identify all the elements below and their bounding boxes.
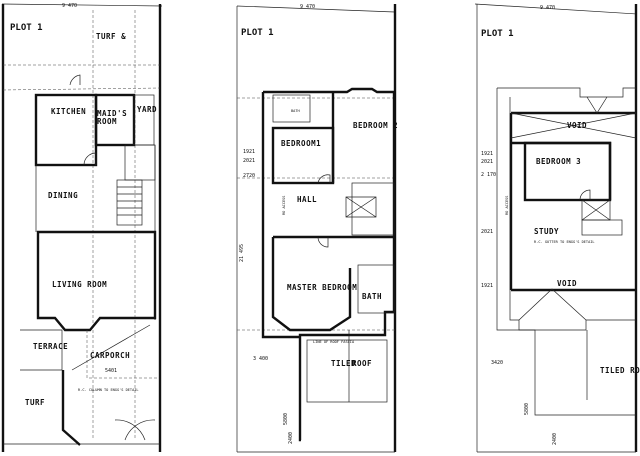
master-bedroom-walls [271, 235, 394, 332]
kitchen-label: KITCHEN [51, 107, 86, 116]
living-room-label: LIVING ROOM [52, 280, 107, 289]
ground-floor-plan: 9 470 PLOT 1 TURF & KITCHEN MAID'S ROOM … [1, 3, 163, 452]
hall-label: HALL [297, 195, 317, 204]
first-floor-plan: 9 470 PLOT 1 21 495 1921 2021 2720 3 400… [236, 4, 398, 453]
bedroom3-walls [523, 141, 612, 202]
maids-room-label: MAID'S [97, 109, 127, 118]
study-note: R.C. GUTTER TO ENGG'S DETAIL [534, 240, 595, 244]
carporch-label: CARPORCH [90, 351, 130, 360]
dimension-label: 1921 [243, 149, 255, 155]
void-label-bottom: VOID [557, 279, 577, 288]
plot-label: PLOT 1 [481, 29, 514, 39]
dimension-label: 2400 [288, 432, 294, 444]
bedroom1-walls [271, 126, 335, 185]
bedroom3-label: BEDROOM 3 [536, 157, 581, 166]
staircase [116, 179, 143, 226]
ro-access-note: RO ACCESS [282, 196, 286, 215]
dimension-label: 2021 [481, 229, 493, 235]
dimension-label: 2400 [552, 433, 558, 445]
dimension-label: 3420 [491, 360, 503, 366]
wc-walls [124, 144, 156, 181]
roof-label: ROOF [352, 359, 372, 368]
turf-label: TURF & [96, 32, 126, 41]
plot-label: PLOT 1 [241, 28, 274, 38]
tiled-roof-label: TILED ROOF [600, 366, 640, 375]
carporch-dimension: 5401 [105, 368, 117, 374]
column-note: R.C. COLUMN TO ENGG'S DETAIL [78, 388, 139, 392]
second-floor-plan: 9 470 PLOT 1 VOID BEDROOM 3 STUDY R.C. G… [474, 3, 640, 453]
width-dimension: 9 470 [62, 3, 77, 9]
dimension-label: 2 170 [481, 172, 496, 178]
dimension-label: 3 400 [253, 356, 268, 362]
bath-1-walls [272, 94, 311, 123]
front-wall [61, 370, 81, 446]
plot-boundary-top [1, 3, 163, 7]
dimension-label: 1921 [481, 283, 493, 289]
master-bedroom-label: MASTER BEDROOM [287, 283, 357, 292]
roof-gable [518, 288, 587, 321]
bath-small-label: BATH [291, 109, 300, 113]
gate-swing [114, 419, 156, 441]
roof-line-note: LINE OF ROOF FASCIA [313, 340, 355, 344]
width-dimension: 9 470 [300, 4, 315, 10]
kitchen-walls [34, 93, 98, 167]
void-label: VOID [567, 121, 587, 130]
yard-walls [133, 94, 155, 146]
stair-void-cross [581, 199, 611, 221]
turf-label-bottom: TURF [25, 398, 45, 407]
roof-hip [586, 96, 608, 114]
dimension-label: 2021 [243, 158, 255, 164]
living-room-walls [36, 230, 157, 332]
door-swing [579, 189, 591, 201]
plot-boundary-top [236, 5, 396, 13]
depth-dimension: 21 495 [239, 244, 245, 262]
bath-label: BATH [362, 292, 382, 301]
dimension-label: 5800 [524, 403, 530, 415]
door-swing [83, 152, 97, 166]
dimension-label: 1921 [481, 151, 493, 157]
staircase [351, 182, 395, 236]
terrace-label: TERRACE [33, 342, 68, 351]
door-swing [317, 236, 329, 248]
carporch-outline [86, 330, 158, 379]
stair-treads [117, 186, 142, 216]
roof-inner-outline [509, 97, 636, 331]
bedroom1-label: BEDROOM1 [281, 139, 321, 148]
door-swing [69, 74, 81, 86]
setback-line [2, 87, 161, 91]
dining-label: DINING [48, 191, 78, 200]
plot-boundary-top [474, 3, 638, 15]
study-label: STUDY [534, 227, 559, 236]
void-cross [510, 112, 637, 139]
bedroom2-label: BEDROOM 2 [353, 121, 398, 130]
tiled-roof-label: TILED [331, 359, 356, 368]
plot-label: PLOT 1 [10, 23, 43, 33]
staircase [581, 219, 623, 236]
terrace-outline [20, 329, 63, 371]
door-swing [317, 174, 331, 184]
ro-access-note: RO ACCESS [505, 196, 509, 215]
dimension-label: 2021 [481, 159, 493, 165]
dimension-label: 2720 [243, 173, 255, 179]
tiled-roof-outline [306, 339, 388, 403]
width-dimension: 9 470 [540, 5, 555, 11]
stair-void [345, 196, 377, 218]
bath-2-walls [357, 264, 395, 314]
carporch-diagonal [71, 324, 151, 371]
dimension-label: 5800 [283, 413, 289, 425]
void-walls [509, 111, 636, 290]
maids-room-label-2: ROOM [97, 117, 117, 126]
yard-label: YARD [137, 105, 157, 114]
